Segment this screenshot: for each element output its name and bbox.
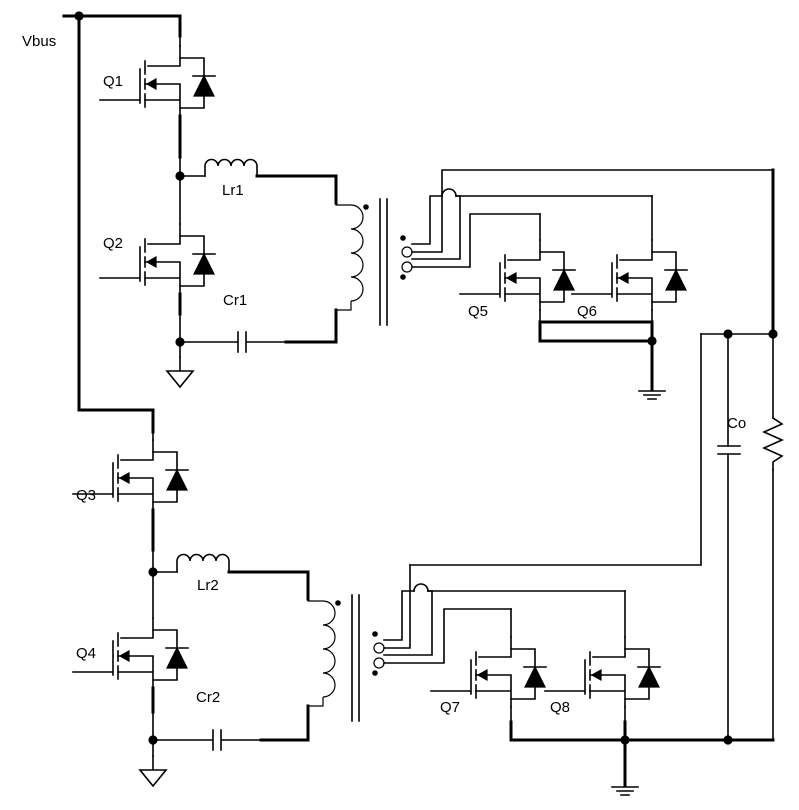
cr2-label: Cr2 — [196, 689, 220, 706]
co-label: Co — [727, 415, 746, 432]
switch-node-2 — [148, 567, 158, 577]
ground-1 — [166, 356, 194, 388]
inductor-lr1 — [204, 158, 338, 205]
mosfet-q6 — [571, 239, 688, 311]
mosfet-q5 — [459, 239, 576, 311]
earth-ground-2 — [610, 774, 640, 797]
q2-label: Q2 — [103, 235, 123, 252]
mosfet-q8 — [544, 636, 661, 708]
output-stage — [409, 168, 784, 741]
ground-2 — [139, 755, 167, 787]
vbus-label: Vbus — [22, 33, 56, 50]
lr1-label: Lr1 — [222, 182, 244, 199]
vbus-rail — [62, 11, 182, 434]
q8-label: Q8 — [550, 699, 570, 716]
lr2-label: Lr2 — [197, 577, 219, 594]
inductor-lr2 — [176, 553, 310, 601]
q6-label: Q6 — [577, 303, 597, 320]
capacitor-cr1 — [179, 308, 338, 353]
q1-label: Q1 — [103, 73, 123, 90]
secondary-1 — [411, 169, 774, 268]
q4-label: Q4 — [76, 645, 96, 662]
mosfet-q7 — [430, 636, 547, 708]
earth-ground-1 — [637, 378, 667, 401]
capacitor-cr2 — [152, 704, 310, 751]
secondary-2 — [383, 564, 626, 664]
q7-label: Q7 — [440, 699, 460, 716]
transformer-2 — [322, 594, 385, 722]
q5-label: Q5 — [468, 303, 488, 320]
cr1-label: Cr1 — [223, 292, 247, 309]
transformer-1 — [350, 198, 413, 326]
q3-label: Q3 — [76, 487, 96, 504]
